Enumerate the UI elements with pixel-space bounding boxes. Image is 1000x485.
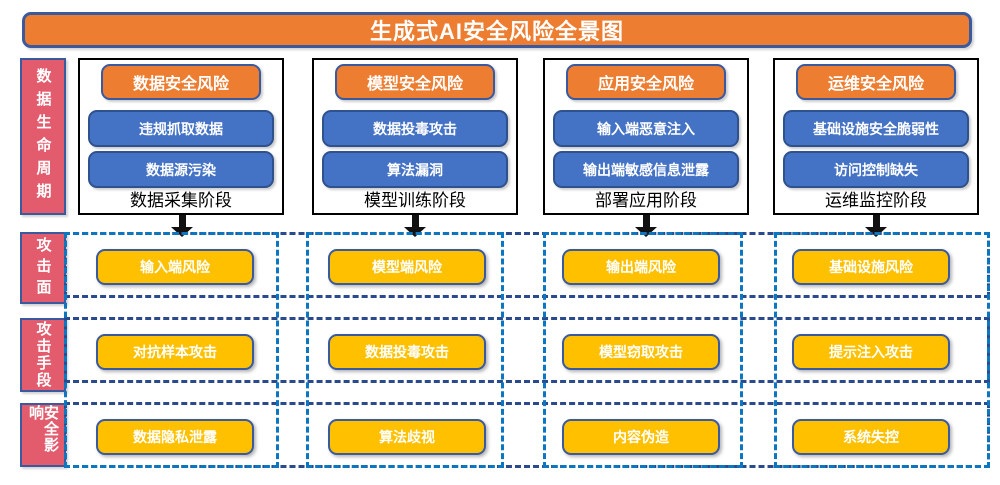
risk-item: 算法漏洞 xyxy=(322,151,508,188)
matrix-cell: 数据投毒攻击 xyxy=(328,334,486,370)
matrix-column-outline-application xyxy=(543,232,743,468)
matrix-cell: 基础设施风险 xyxy=(792,249,950,285)
lifecycle-column-operations: 运维安全风险 基础设施安全脆弱性 访问控制缺失 运维监控阶段 xyxy=(773,58,979,215)
risk-item: 基础设施安全脆弱性 xyxy=(783,110,969,147)
page-title: 生成式AI安全风险全景图 xyxy=(369,19,624,44)
arrow-stem xyxy=(642,215,650,227)
arrow-stem xyxy=(178,215,186,227)
matrix-cell: 数据隐私泄露 xyxy=(96,419,254,455)
sidebar-label-text: 攻击手段 xyxy=(34,321,52,389)
column-header: 数据安全风险 xyxy=(101,64,261,100)
sidebar-label-attack-surface: 攻击面 xyxy=(20,232,66,304)
risk-item: 输入端恶意注入 xyxy=(553,110,739,147)
sidebar-label-text: 数据生命周期 xyxy=(34,67,52,206)
matrix-cell: 模型窃取攻击 xyxy=(562,334,720,370)
sidebar-label-data-lifecycle: 数据生命周期 xyxy=(20,58,66,215)
sidebar-label-text: 安全影响 xyxy=(27,405,59,453)
risk-item: 访问控制缺失 xyxy=(783,151,969,188)
matrix-cell: 对抗样本攻击 xyxy=(96,334,254,370)
lifecycle-column-model: 模型安全风险 数据投毒攻击 算法漏洞 模型训练阶段 xyxy=(312,58,518,215)
stage-label: 数据采集阶段 xyxy=(130,191,232,210)
matrix-cell: 输入端风险 xyxy=(96,249,254,285)
matrix-column-outline-model xyxy=(306,232,504,468)
risk-item: 输出端敏感信息泄露 xyxy=(553,151,739,188)
matrix-cell: 模型端风险 xyxy=(328,249,486,285)
matrix-cell: 系统失控 xyxy=(792,419,950,455)
column-header: 运维安全风险 xyxy=(796,64,956,100)
risk-item: 数据源污染 xyxy=(88,151,274,188)
matrix-cell: 算法歧视 xyxy=(328,419,486,455)
title-banner: 生成式AI安全风险全景图 xyxy=(22,12,972,48)
sidebar-label-security-impact: 安全影响 xyxy=(20,403,66,467)
stage-label: 部署应用阶段 xyxy=(595,191,697,210)
matrix-cell: 输出端风险 xyxy=(562,249,720,285)
arrow-stem xyxy=(411,215,419,227)
arrow-stem xyxy=(872,215,880,227)
matrix-column-outline-operations xyxy=(774,232,990,468)
lifecycle-column-application: 应用安全风险 输入端恶意注入 输出端敏感信息泄露 部署应用阶段 xyxy=(543,58,749,215)
stage-label: 运维监控阶段 xyxy=(825,191,927,210)
matrix-cell: 提示注入攻击 xyxy=(792,334,950,370)
stage-label: 模型训练阶段 xyxy=(364,191,466,210)
lifecycle-column-data: 数据安全风险 违规抓取数据 数据源污染 数据采集阶段 xyxy=(78,58,284,215)
sidebar-label-attack-methods: 攻击手段 xyxy=(20,318,66,392)
matrix-cell: 内容伪造 xyxy=(562,419,720,455)
column-header: 应用安全风险 xyxy=(566,64,726,100)
matrix-column-outline-data xyxy=(64,232,279,468)
risk-item: 违规抓取数据 xyxy=(88,110,274,147)
risk-item: 数据投毒攻击 xyxy=(322,110,508,147)
column-header: 模型安全风险 xyxy=(335,64,495,100)
sidebar-label-text: 攻击面 xyxy=(34,236,52,300)
